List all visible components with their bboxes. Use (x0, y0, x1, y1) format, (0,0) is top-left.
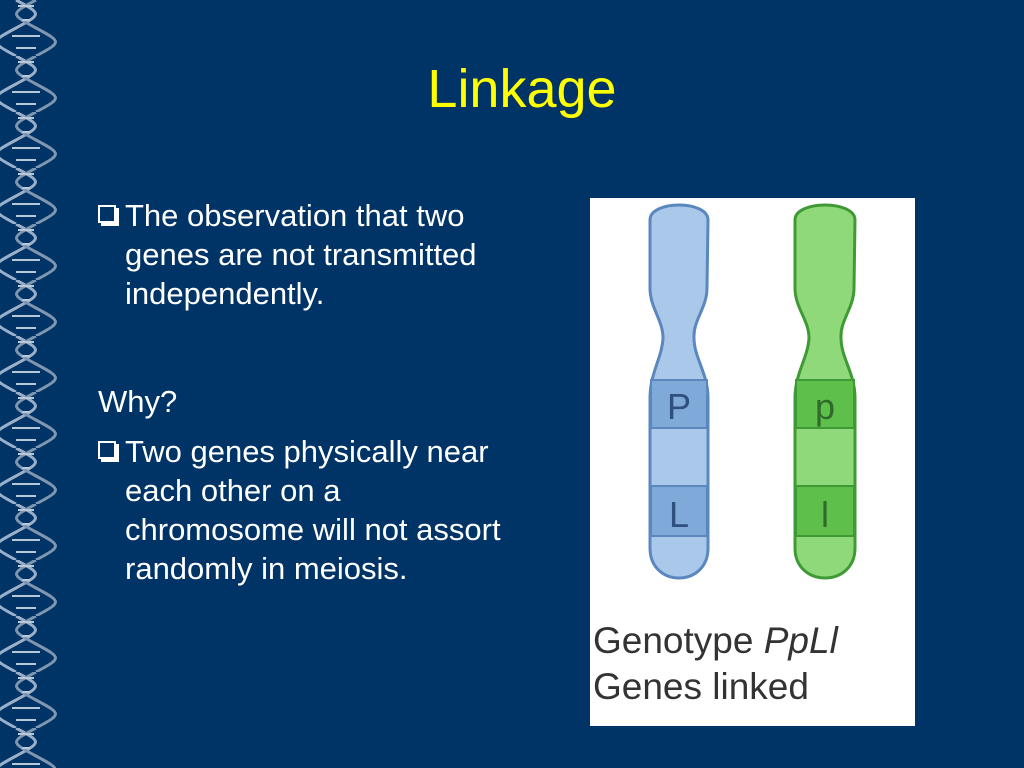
caption-linked-line: Genes linked (593, 666, 809, 707)
figure-caption: Genotype PpLl Genes linked (593, 618, 915, 710)
gene-band-label: p (815, 386, 835, 427)
gene-band-label: P (667, 386, 691, 427)
caption-genotype-label: Genotype (593, 620, 754, 661)
caption-genotype-line: Genotype PpLl (593, 618, 915, 664)
gene-band-label: l (821, 494, 829, 535)
chromosome-pair-illustration: P L p l (648, 203, 857, 580)
gene-band-label: L (669, 494, 689, 535)
bullet-text: Two genes physically near each other on … (125, 434, 501, 586)
dna-border-decoration (0, 0, 58, 768)
slide-title: Linkage (427, 59, 617, 119)
bullet-explanation: Two genes physically near each other on … (98, 432, 518, 588)
chromosome-left: P L (648, 203, 710, 580)
caption-genotype-value: PpLl (763, 620, 838, 661)
checkbox-bullet-icon (98, 205, 116, 223)
bullet-observation: The observation that two genes are not t… (98, 196, 518, 313)
checkbox-bullet-icon (98, 441, 116, 459)
chromosome-right: p l (793, 203, 857, 580)
bullet-text: The observation that two genes are not t… (125, 198, 477, 311)
chromosome-figure: P L p l Genotype PpLl Genes linked (590, 198, 915, 726)
question-why: Why? (98, 384, 178, 419)
slide-body: The observation that two genes are not t… (98, 196, 518, 588)
